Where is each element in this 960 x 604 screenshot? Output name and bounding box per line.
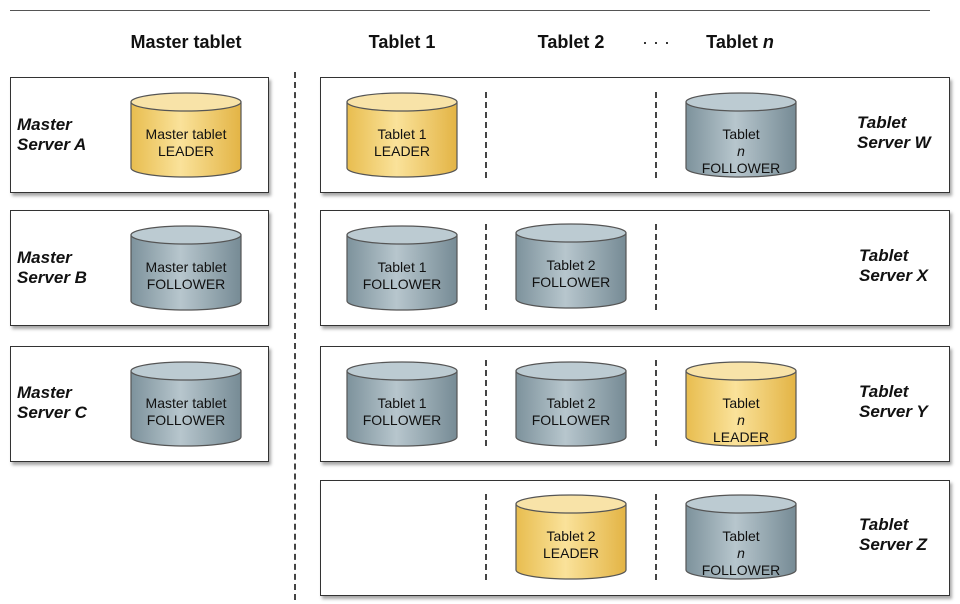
cylinder-shape bbox=[515, 494, 627, 580]
cylinder-top bbox=[130, 361, 242, 381]
cylinder-body bbox=[515, 232, 627, 309]
header-tablet-1: Tablet 1 bbox=[368, 32, 436, 52]
header-tablet-2: Tablet 2 bbox=[537, 32, 605, 52]
cylinder-top bbox=[515, 361, 627, 381]
cylinder-top bbox=[685, 494, 797, 514]
cylinder-top bbox=[130, 225, 242, 245]
cylinder-top bbox=[130, 92, 242, 112]
header-tablet-n-var: n bbox=[762, 32, 774, 52]
header-ellipsis: · · · bbox=[642, 32, 670, 52]
cylinder-shape bbox=[515, 223, 627, 309]
cylinder-body bbox=[346, 101, 458, 178]
column-separator bbox=[655, 224, 657, 310]
column-separator bbox=[485, 224, 487, 310]
cylinder-top bbox=[515, 494, 627, 514]
cylinder-top bbox=[685, 361, 797, 381]
cylinder-body bbox=[685, 503, 797, 580]
cylinder-top bbox=[515, 223, 627, 243]
column-separator bbox=[485, 360, 487, 446]
tablet-server-z-box bbox=[320, 480, 950, 596]
cylinder-shape bbox=[346, 92, 458, 178]
cylinder-body bbox=[346, 234, 458, 311]
cylinder-body bbox=[685, 370, 797, 447]
cylinder-top bbox=[346, 225, 458, 245]
cylinder-shape bbox=[346, 361, 458, 447]
header-tablet-n-prefix: Tablet bbox=[706, 32, 758, 52]
column-separator bbox=[655, 360, 657, 446]
column-separator bbox=[655, 92, 657, 178]
cylinder-body bbox=[515, 503, 627, 580]
column-separator bbox=[485, 494, 487, 580]
cylinder-top bbox=[346, 92, 458, 112]
cylinder-body bbox=[515, 370, 627, 447]
cylinder-top bbox=[346, 361, 458, 381]
cylinder-body bbox=[130, 370, 242, 447]
top-rule bbox=[10, 10, 930, 11]
cylinder-shape bbox=[130, 225, 242, 311]
cylinder-shape bbox=[685, 92, 797, 178]
cylinder-body bbox=[130, 234, 242, 311]
cylinder-body bbox=[346, 370, 458, 447]
cylinder-shape bbox=[130, 92, 242, 178]
cylinder-shape bbox=[346, 225, 458, 311]
cylinder-shape bbox=[685, 361, 797, 447]
cylinder-shape bbox=[515, 361, 627, 447]
cylinder-top bbox=[685, 92, 797, 112]
cylinder-body bbox=[130, 101, 242, 178]
master-tablet-separator bbox=[294, 72, 296, 600]
header-tablet-n: Tablet n bbox=[684, 32, 796, 53]
header-master-tablet: Master tablet bbox=[130, 32, 242, 52]
cylinder-shape bbox=[130, 361, 242, 447]
cylinder-body bbox=[685, 101, 797, 178]
column-separator bbox=[485, 92, 487, 178]
column-separator bbox=[655, 494, 657, 580]
cylinder-shape bbox=[685, 494, 797, 580]
